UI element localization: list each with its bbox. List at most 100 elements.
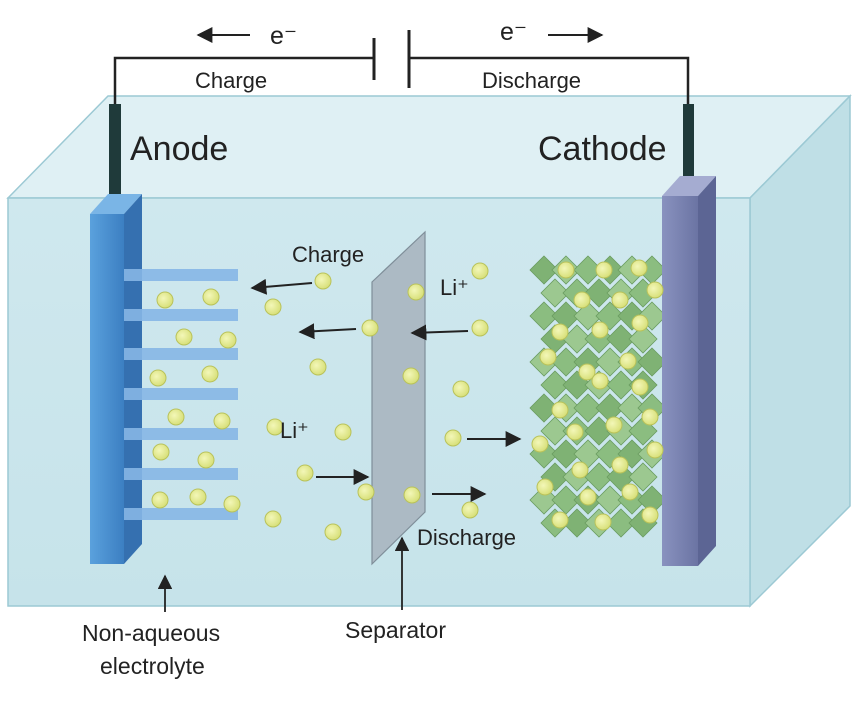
lithium-ion [264,510,282,528]
lithium-ion [641,408,659,426]
cathode-crystal [628,462,658,492]
right-wire [409,56,690,108]
cathode-crystal [573,301,603,331]
cathode-crystal [573,393,603,423]
lithium-ion [578,363,596,381]
circuit-charge-label: Charge [195,68,267,93]
anode-layer [124,508,238,520]
separator-membrane [371,230,426,566]
external-circuit [113,30,690,108]
lithium-ion [531,435,549,453]
cathode-label: Cathode [538,130,667,168]
lithium-ion [152,443,170,461]
cathode-plate-front [662,196,698,566]
cathode-crystal [551,347,581,377]
lithium-ion [324,523,342,541]
lithium-ion [197,451,215,469]
left-wire [113,56,374,108]
ion-flow-arrows [250,278,522,502]
lithium-ion [461,501,479,519]
lithium-ion [266,418,284,436]
anode-layer [124,428,238,440]
lithium-ion [361,319,379,337]
cathode-crystal [606,370,636,400]
cathode-crystal [628,324,658,354]
cathode-crystal [606,508,636,538]
lithium-ion [201,365,219,383]
lithium-ion [309,358,327,376]
lithium-ion [551,401,569,419]
anode-layer [124,269,238,281]
charge-arrow-1 [250,278,313,295]
separator-label: Separator [345,617,446,643]
lithium-ion [595,261,613,279]
lithium-ion [594,513,612,531]
lithium-ion [536,478,554,496]
anode-layer [124,468,238,480]
lithium-ion [471,319,489,337]
anode-layer [124,348,238,360]
lithium-ion [175,328,193,346]
anode-layer [124,388,238,400]
cathode-crystal [540,278,570,308]
electrolyte-label-line1: Non-aqueous [82,620,220,646]
lithium-ion [213,412,231,430]
lithium-ion [611,456,629,474]
electrolyte-label-line2: electrolyte [100,653,205,679]
lithium-ion [646,281,664,299]
lithium-ion [151,491,169,509]
lithium-ion [646,441,664,459]
lithium-ion [557,261,575,279]
lithium-ion [551,511,569,529]
lithium-ions [149,259,664,541]
lithium-ion [566,423,584,441]
anode-lead [109,104,121,199]
lithium-ion [219,331,237,349]
cathode-crystal [595,485,625,515]
lithium-ion [631,314,649,332]
lithium-ion [264,298,282,316]
lithium-ion [189,488,207,506]
lithium-ion [357,483,375,501]
charge-arrow-2 [298,323,357,340]
circuit-discharge-label: Discharge [482,68,581,93]
anode-plate-top [90,194,142,214]
lithium-ion [573,291,591,309]
cathode-crystals [529,255,667,538]
lithium-ion [444,429,462,447]
li-ion-label-lower: Li⁺ [280,418,309,443]
cathode-plate [662,176,716,566]
electron-left-label: e⁻ [270,22,297,50]
flow-charge-label: Charge [292,242,364,267]
lithium-ion [314,272,332,290]
lithium-ion [619,352,637,370]
lithium-ion [591,321,609,339]
lithium-ion [149,369,167,387]
anode-label: Anode [130,130,228,168]
cathode-crystal [584,462,614,492]
electron-right-label: e⁻ [500,18,527,46]
cathode-crystal [617,393,647,423]
lithium-ion [621,483,639,501]
lithium-ion [296,464,314,482]
anode-layer [124,309,238,321]
lithium-ion [605,416,623,434]
cathode-crystal [606,324,636,354]
lithium-ion [641,506,659,524]
lithium-ion [156,291,174,309]
flow-discharge-label: Discharge [417,525,516,550]
lithium-ion [539,348,557,366]
cathode-crystal [540,416,570,446]
lithium-ion [630,259,648,277]
lithium-ion [611,291,629,309]
anode-layers [124,269,238,520]
anode-plate-front [90,214,124,564]
cathode-crystal [529,255,559,285]
cathode-crystal [584,278,614,308]
lithium-ion [631,378,649,396]
lithium-ion [223,495,241,513]
lithium-ion [579,488,597,506]
cathode-crystal [595,347,625,377]
cathode-lead [683,104,694,196]
